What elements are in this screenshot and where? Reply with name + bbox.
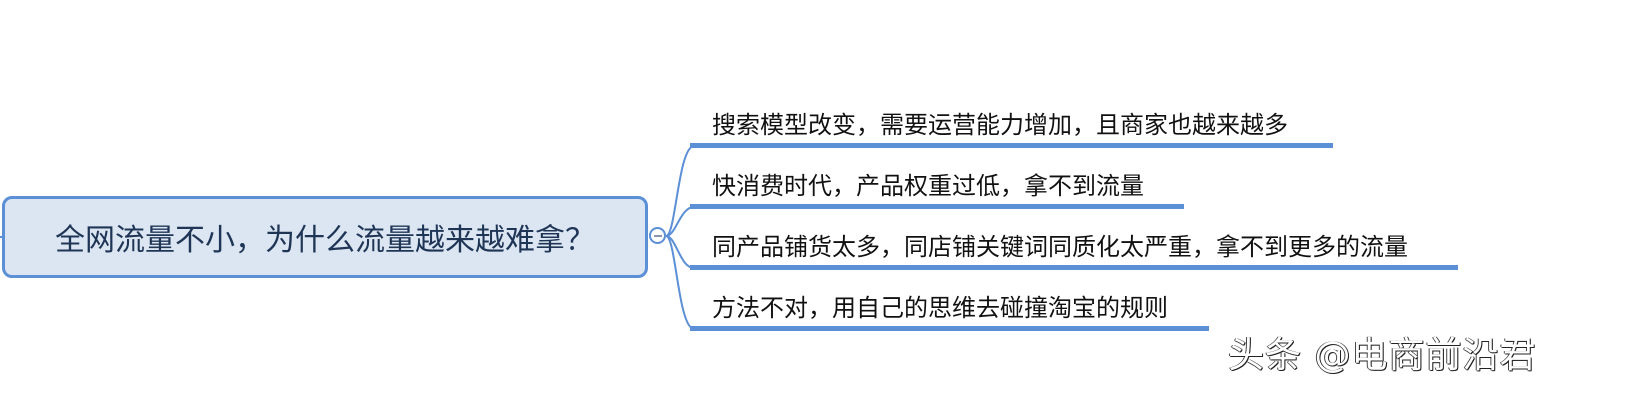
branch-label: 快消费时代，产品权重过低，拿不到流量 [712,172,1144,200]
connector-branch-4 [665,235,695,330]
branch-node-4[interactable]: 方法不对，用自己的思维去碰撞淘宝的规则 [690,269,1209,331]
central-topic-node[interactable]: 全网流量不小，为什么流量越来越难拿？ [2,196,648,278]
branch-underline [690,143,1333,148]
connector-branch-1 [665,145,695,237]
watermark: 头条 @电商前沿君 [1228,335,1537,376]
branch-underline [690,326,1209,331]
branch-label: 同产品铺货太多，同店铺关键词同质化太严重，拿不到更多的流量 [712,233,1408,261]
minus-icon [653,234,662,237]
central-topic-text: 全网流量不小，为什么流量越来越难拿？ [55,223,595,258]
branch-underline [690,265,1458,270]
branch-label: 方法不对，用自己的思维去碰撞淘宝的规则 [712,294,1168,322]
branch-node-1[interactable]: 搜索模型改变，需要运营能力增加，且商家也越来越多 [690,86,1333,148]
branch-node-2[interactable]: 快消费时代，产品权重过低，拿不到流量 [690,147,1184,209]
branch-underline [690,204,1184,209]
branch-node-3[interactable]: 同产品铺货太多，同店铺关键词同质化太严重，拿不到更多的流量 [690,208,1458,270]
collapse-toggle-button[interactable] [649,227,666,244]
branch-label: 搜索模型改变，需要运营能力增加，且商家也越来越多 [712,111,1288,139]
